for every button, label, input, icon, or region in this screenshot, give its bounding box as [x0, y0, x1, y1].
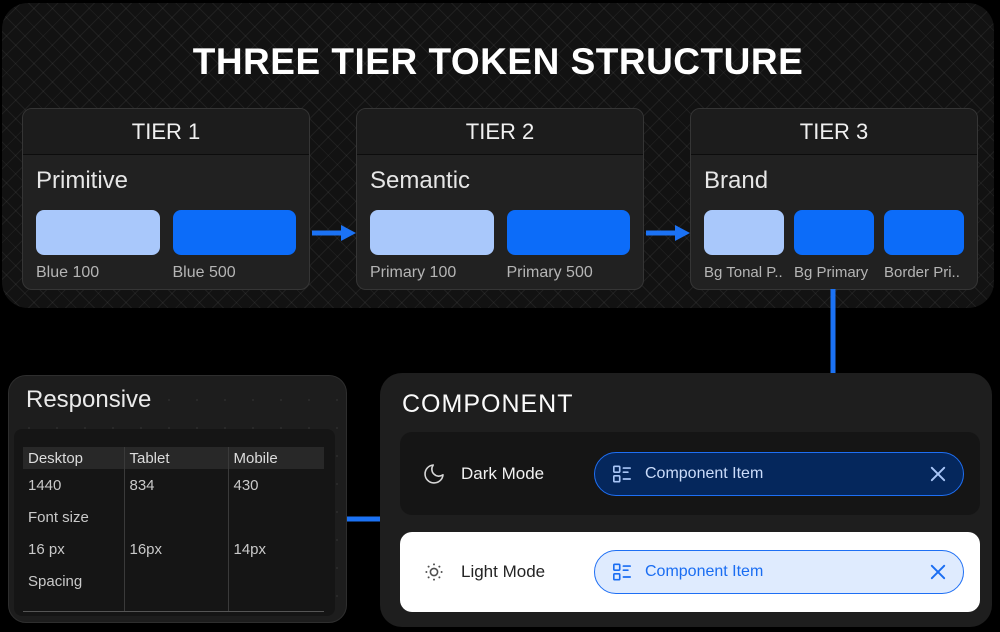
component-item-label: Component Item [645, 563, 764, 580]
table-cell [124, 565, 229, 612]
close-icon[interactable] [929, 563, 947, 581]
tier1-card: TIER 1 Primitive Blue 100 Blue 500 [22, 108, 310, 290]
table-row: 16 px 16px 14px [23, 533, 324, 565]
tier2-label: Semantic [370, 167, 471, 194]
table-cell: 430 [233, 476, 259, 494]
swatch-primary-100 [370, 210, 494, 255]
swatch-border-primary [884, 210, 964, 255]
table-cell: 14px [233, 540, 267, 558]
swatch-name: Border Pri.. [884, 264, 960, 281]
tier2-header: TIER 2 [357, 109, 643, 155]
tier2-swatches [370, 210, 630, 255]
table-cell: 1440 [23, 469, 125, 501]
tier2-body: Semantic Primary 100 Primary 500 [357, 155, 643, 282]
table-cell [228, 501, 324, 533]
table-cell: Font size [23, 501, 125, 533]
swatch-bg-primary [794, 210, 874, 255]
moon-icon [422, 462, 446, 486]
tier3-swatch-names: Bg Tonal P... Bg Primary Border Pri.. [704, 264, 964, 281]
light-mode-label: Light Mode [461, 562, 546, 581]
dark-mode-row: Dark Mode Component Item [400, 432, 980, 515]
swatch-name: Bg Primary [794, 264, 869, 281]
column-header: Tablet [124, 447, 229, 469]
close-icon[interactable] [929, 465, 947, 483]
component-item-light[interactable]: Component Item [594, 550, 964, 594]
swatch-blue-100 [36, 210, 160, 255]
tier1-header: TIER 1 [23, 109, 309, 155]
table-cell: Spacing [23, 565, 125, 612]
sun-icon [422, 560, 446, 584]
tier2-swatch-names: Primary 100 Primary 500 [370, 264, 630, 282]
component-item-dark[interactable]: Component Item [594, 451, 964, 496]
responsive-card: Responsive Desktop Tablet Mobile 1440 83… [8, 375, 347, 623]
tier1-swatches [36, 210, 296, 255]
component-list-icon [612, 562, 632, 582]
tier3-swatches [704, 210, 964, 255]
table-row: 1440 834 430 [23, 469, 324, 501]
table-row: Spacing [23, 565, 324, 612]
component-item-label: Component Item [645, 464, 764, 482]
tier2-card: TIER 2 Semantic Primary 100 Primary 500 [356, 108, 644, 290]
responsive-table-panel: Desktop Tablet Mobile 1440 834 430 Font … [14, 429, 335, 616]
component-list-icon [612, 464, 632, 484]
table-cell: 834 [124, 469, 229, 501]
swatch-name: Primary 100 [370, 264, 457, 281]
column-header: Desktop [23, 447, 125, 469]
table-header-row: Desktop Tablet Mobile [23, 447, 324, 469]
tier3-body: Brand Bg Tonal P... Bg Primary Border Pr… [691, 155, 977, 281]
light-mode-row: Light Mode Component Item [400, 532, 980, 612]
tier1-label: Primitive [36, 167, 129, 194]
table-cell [124, 501, 229, 533]
page-title: THREE TIER TOKEN STRUCTURE [192, 41, 804, 82]
table-cell [228, 565, 324, 612]
responsive-title: Responsive [26, 386, 152, 413]
swatch-primary-500 [506, 210, 630, 255]
responsive-table: Desktop Tablet Mobile 1440 834 430 Font … [23, 447, 324, 612]
component-title: COMPONENT [402, 390, 574, 418]
tier3-header: TIER 3 [691, 109, 977, 155]
swatch-name: Bg Tonal P... [704, 264, 784, 281]
table-row: Font size [23, 501, 324, 533]
component-card: COMPONENT Dark Mode Component Item [380, 373, 992, 627]
tier3-card: TIER 3 Brand Bg Tonal P... Bg Primary Bo… [690, 108, 978, 290]
table-cell: 16px [124, 533, 229, 565]
swatch-bg-tonal [704, 210, 784, 255]
swatch-name: Primary 500 [506, 264, 593, 281]
swatch-blue-500 [172, 210, 296, 255]
table-cell: 16 px [23, 533, 125, 565]
swatch-name: Blue 100 [36, 264, 100, 281]
tier3-label: Brand [704, 167, 769, 194]
column-header: Mobile [228, 447, 324, 469]
tier1-body: Primitive Blue 100 Blue 500 [23, 155, 309, 282]
swatch-name: Blue 500 [172, 264, 236, 281]
dark-mode-label: Dark Mode [461, 463, 545, 483]
tier1-swatch-names: Blue 100 Blue 500 [36, 264, 296, 282]
